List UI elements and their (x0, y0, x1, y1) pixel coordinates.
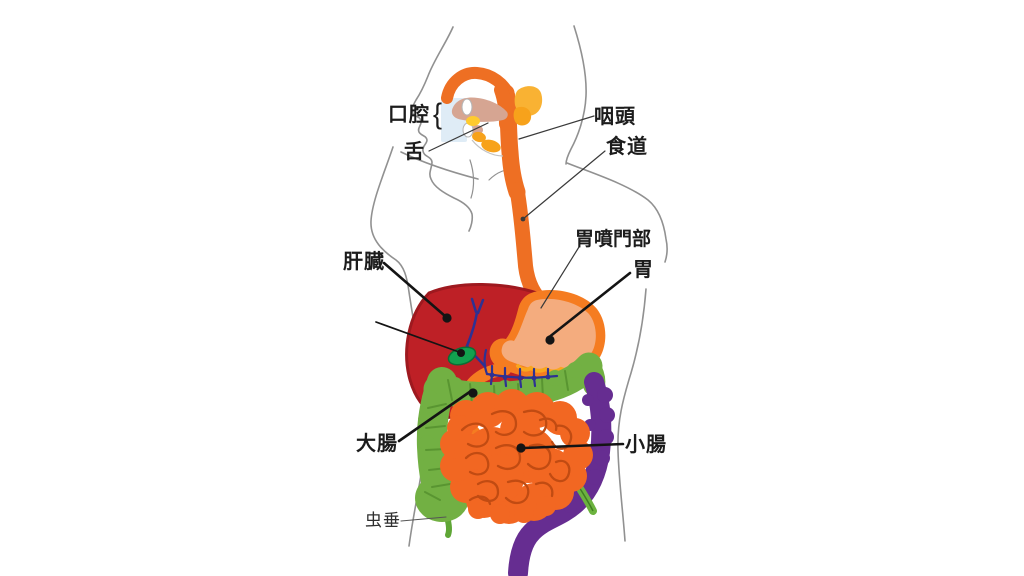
pointer-dots (442, 313, 555, 453)
purple-bump (599, 407, 615, 423)
bile-duct-branch-right (476, 298, 485, 315)
si-lobe (514, 503, 534, 523)
parotid-gland-lobe (513, 106, 532, 126)
si-coil (476, 480, 500, 503)
haustra-line (424, 491, 441, 501)
pointer-large-intestine (397, 389, 473, 443)
label-appendix: 虫垂 (365, 511, 401, 530)
si-lobe (536, 496, 556, 516)
label-tongue: 舌 (404, 141, 425, 163)
si-coil (490, 410, 518, 436)
pointer-small-intestine (522, 442, 625, 450)
si-coil (538, 417, 558, 432)
vessel-nodes (489, 372, 551, 381)
si-coil (522, 409, 548, 437)
oral-cavity-bracket-glyph: { (433, 98, 443, 130)
oral-region (451, 86, 543, 157)
pointer-esophagus-dot (520, 216, 526, 222)
small-intestine-coil-lines (460, 409, 573, 506)
stomach-inner (501, 298, 596, 372)
haustra-bump (419, 435, 435, 451)
haustra-bump (422, 390, 438, 406)
pointer-lines (375, 115, 632, 522)
si-lobe (468, 499, 488, 519)
si-lobe (490, 504, 510, 524)
purple-bump (598, 429, 614, 445)
bile-duct-branch-left (470, 297, 478, 314)
label-liver: 肝臓 (343, 251, 385, 273)
pharynx-upper (494, 83, 513, 131)
label-pharynx: 咽頭 (594, 106, 636, 128)
si-coil (504, 479, 530, 505)
si-coil (534, 481, 554, 498)
thin-pointers (400, 115, 606, 522)
si-lobe (447, 415, 473, 441)
haustra-line (427, 403, 447, 409)
purple-bump (594, 450, 610, 466)
haustra-bump (447, 377, 463, 393)
haustra-line (447, 379, 453, 401)
chest-line (400, 151, 479, 180)
si-lobe (500, 410, 540, 450)
purple-bump (587, 469, 603, 485)
si-coil (468, 495, 492, 506)
pointer-liver-dot (442, 313, 452, 323)
pointer-pharynx (518, 115, 595, 140)
label-stomach: 胃 (633, 259, 654, 281)
label-gastric-cardia: 胃噴門部 (575, 229, 652, 250)
pointer-stomach (546, 271, 632, 340)
haustra-bump (426, 477, 442, 493)
pointer-esophagus (522, 150, 606, 220)
neck-detail-line (469, 159, 475, 199)
face-profile-line (411, 26, 474, 232)
right-torso-line (617, 288, 647, 542)
si-coil (526, 443, 552, 471)
vessel-node (545, 374, 551, 380)
pointer-cardia (540, 246, 580, 309)
thick-pointers (375, 261, 632, 450)
sublingual-gland (466, 116, 480, 126)
rectum-tip (511, 555, 523, 576)
vessel-node (531, 375, 537, 381)
si-coil (548, 459, 571, 483)
jaw-detail-line (471, 139, 504, 157)
pointer-gallbladder-dot (457, 349, 465, 357)
haustra-bump (547, 370, 563, 386)
haustra-line (564, 370, 569, 391)
si-lobe (560, 418, 590, 448)
haustra-line (431, 483, 451, 488)
si-coil (464, 451, 490, 476)
si-lobe (454, 434, 490, 470)
common-bile-duct (465, 310, 479, 348)
small-intestine-shape (440, 389, 593, 524)
pointer-appendix (400, 516, 447, 522)
pointer-small-intestine-dot (516, 443, 526, 453)
vessel-left-link (483, 348, 489, 376)
right-shoulder-line (566, 162, 668, 263)
upper-tooth (461, 98, 473, 116)
purple-bump (597, 387, 613, 403)
back-of-head-line (565, 25, 587, 165)
pointer-large-intestine-dot (468, 388, 478, 398)
vessel-node (502, 374, 508, 380)
pointer-stomach-dot (545, 335, 555, 345)
purple-bump (582, 394, 594, 406)
si-coil (494, 444, 522, 470)
label-oral-cavity: 口腔 (388, 104, 430, 126)
label-small-intestine: 小腸 (625, 434, 667, 456)
si-coil (460, 422, 490, 448)
pointer-liver (382, 261, 447, 318)
label-large-intestine: 大腸 (356, 433, 398, 455)
mesenteric-vessels (483, 348, 559, 389)
submandibular-gland-2 (481, 139, 501, 153)
haustra-line (425, 425, 446, 429)
pointer-tongue (428, 122, 489, 152)
submandibular-gland (472, 131, 486, 143)
haustra-bump (567, 362, 583, 378)
vessel-node (489, 372, 495, 378)
pointer-gallbladder (375, 321, 460, 353)
vessel-node (517, 375, 523, 381)
label-esophagus: 食道 (606, 136, 648, 158)
